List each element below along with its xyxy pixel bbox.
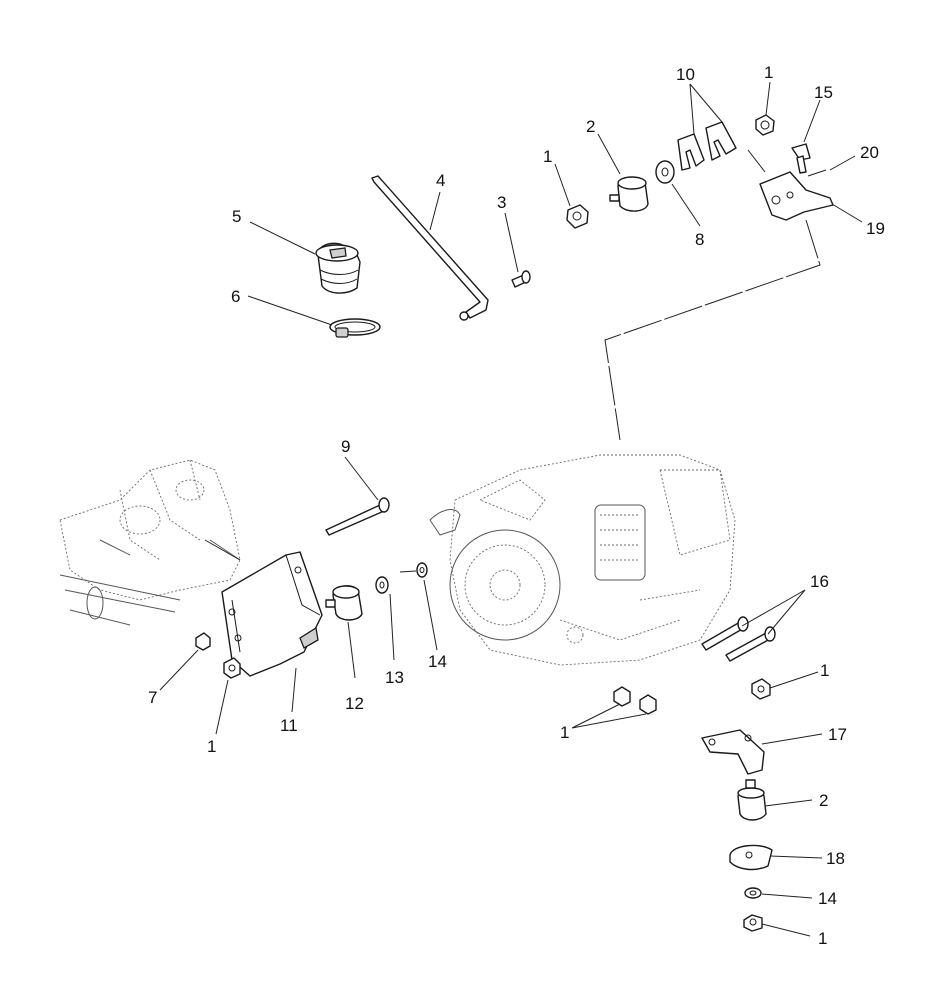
callout-14-mid: 14 <box>428 652 447 671</box>
part-14-washer-bottom <box>744 887 762 899</box>
callout-2-top: 2 <box>586 117 595 136</box>
callout-20: 20 <box>860 143 879 162</box>
callout-9: 9 <box>341 437 350 456</box>
callout-1-mid-nut: 1 <box>543 147 552 166</box>
callout-10: 10 <box>676 65 695 84</box>
callout-2-bottom: 2 <box>819 791 828 810</box>
part-19-bracket <box>759 171 834 221</box>
callout-1-bottom: 1 <box>818 929 827 948</box>
part-2-mount-top <box>609 176 649 212</box>
part-1-nut-top-right <box>755 114 775 136</box>
part-11-bracket <box>221 551 323 677</box>
part-14-washer-mid <box>416 562 428 578</box>
callout-labels: 1 10 15 20 19 2 8 1 3 4 5 6 9 13 14 12 1… <box>148 63 885 948</box>
frame-sketch <box>59 459 241 626</box>
callout-4: 4 <box>436 171 445 190</box>
part-5-boot <box>315 242 361 294</box>
callout-5: 5 <box>232 207 241 226</box>
callout-18: 18 <box>826 849 845 868</box>
callout-17: 17 <box>828 725 847 744</box>
part-9-long-bolt <box>325 497 390 536</box>
part-13-washer <box>375 576 389 594</box>
part-1-nut-mid <box>566 204 589 229</box>
callout-1-pair: 1 <box>560 723 569 742</box>
part-1-nut-bottom <box>743 914 763 932</box>
callout-11: 11 <box>280 716 298 735</box>
part-1-nut-pair <box>613 686 657 715</box>
callout-1-right-nut: 1 <box>820 661 829 680</box>
part-3-bolt <box>511 270 531 288</box>
part-1-nut-right <box>751 678 771 700</box>
leader-lines <box>159 81 863 937</box>
part-12-mount <box>325 585 363 621</box>
callout-12: 12 <box>345 694 364 713</box>
part-15-bolt <box>791 143 811 174</box>
callout-6: 6 <box>231 287 240 306</box>
callout-1-left-nut: 1 <box>207 737 216 756</box>
part-20-pin <box>807 169 827 177</box>
callout-13: 13 <box>385 668 404 687</box>
part-16-bolts <box>701 616 776 662</box>
callout-16: 16 <box>810 572 829 591</box>
part-7-nut <box>195 632 211 651</box>
part-10-shims <box>677 121 737 171</box>
callout-15: 15 <box>814 83 833 102</box>
part-8-washer <box>655 160 675 184</box>
part-17-plate <box>701 729 765 775</box>
callout-14-bottom: 14 <box>818 889 837 908</box>
callout-1-top-right: 1 <box>764 63 773 82</box>
callout-19: 19 <box>866 219 885 238</box>
assembly-lines <box>204 219 821 561</box>
part-4-rod <box>371 175 489 321</box>
part-2-mount-bottom <box>737 779 767 821</box>
part-18-cup <box>729 844 773 871</box>
callout-7: 7 <box>148 688 157 707</box>
part-1-nut-left <box>223 657 241 679</box>
callout-3: 3 <box>497 193 506 212</box>
part-6-clamp <box>329 318 381 338</box>
engine-sketch <box>429 454 736 666</box>
callout-8: 8 <box>695 230 704 249</box>
